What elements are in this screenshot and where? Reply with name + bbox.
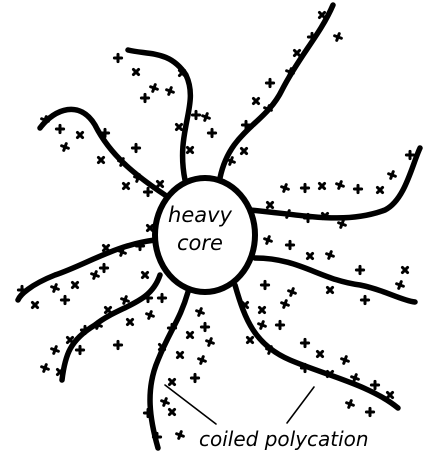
plus-charge-mark xyxy=(201,112,210,121)
plus-charge-mark xyxy=(50,283,59,292)
plus-charge-mark xyxy=(305,251,315,261)
plus-charge-mark xyxy=(333,32,342,41)
plus-charge-mark xyxy=(239,146,249,156)
plus-charge-mark xyxy=(56,125,63,132)
plus-charge-mark xyxy=(50,345,59,354)
plus-charge-mark xyxy=(30,300,40,310)
plus-charge-mark xyxy=(61,296,68,303)
plus-charge-mark xyxy=(340,355,349,364)
plus-charge-mark xyxy=(301,184,308,191)
plus-charge-mark xyxy=(144,188,151,195)
plus-charge-mark xyxy=(395,280,404,289)
plus-charge-mark xyxy=(114,54,121,61)
plus-charge-mark xyxy=(191,374,198,381)
plus-charge-mark xyxy=(361,296,368,303)
plus-charge-mark xyxy=(40,363,49,372)
plus-charge-mark xyxy=(265,200,275,210)
arm-right xyxy=(250,148,420,218)
plus-charge-mark xyxy=(245,335,255,345)
arm-top-right xyxy=(220,5,333,178)
plus-charge-mark xyxy=(60,142,69,151)
arm-lower-left xyxy=(62,275,160,380)
plus-charge-mark xyxy=(371,381,378,388)
plus-charge-mark xyxy=(175,430,184,439)
plus-charge-mark xyxy=(145,310,154,319)
arm-lower-right xyxy=(255,258,415,302)
plus-charge-mark xyxy=(261,281,268,288)
plus-charge-mark xyxy=(280,183,289,192)
plus-charge-mark xyxy=(75,130,85,140)
label-leader-right xyxy=(287,387,314,423)
plus-charge-mark xyxy=(345,399,354,408)
plus-charge-mark xyxy=(167,407,177,417)
plus-charge-mark xyxy=(325,285,335,295)
plus-charge-mark xyxy=(174,122,184,132)
plus-charge-mark xyxy=(251,96,261,106)
plus-charge-mark xyxy=(375,185,385,195)
plus-charge-mark xyxy=(114,341,121,348)
arm-bottom-center xyxy=(150,292,188,448)
plus-charge-mark xyxy=(356,266,363,273)
plus-charge-mark xyxy=(197,355,206,364)
plus-charge-mark xyxy=(167,377,177,387)
label-leader-left xyxy=(165,385,216,424)
plus-charge-mark xyxy=(141,94,148,101)
plus-charge-mark xyxy=(286,241,293,248)
plus-charge-mark xyxy=(366,408,373,415)
plus-charge-mark xyxy=(185,145,195,155)
plus-charge-mark xyxy=(208,129,215,136)
plus-charge-mark xyxy=(257,305,267,315)
arm-label: coiled polycation xyxy=(199,427,369,451)
plus-charge-mark xyxy=(276,321,283,328)
plus-charge-mark xyxy=(131,67,141,77)
core-label-heavy: heavy xyxy=(168,203,233,227)
plus-charge-mark xyxy=(292,48,302,58)
plus-charge-mark xyxy=(315,349,325,359)
plus-charge-mark xyxy=(158,294,165,301)
arm-bottom-right xyxy=(235,285,398,408)
plus-charge-mark xyxy=(70,280,80,290)
plus-charge-mark xyxy=(280,299,289,308)
arm-upper-left xyxy=(40,109,165,195)
plus-charge-mark xyxy=(385,390,395,400)
plus-charge-mark xyxy=(406,151,413,158)
plus-charge-mark xyxy=(337,219,346,228)
plus-charge-mark xyxy=(90,270,99,279)
plus-charge-mark xyxy=(354,185,361,192)
plus-charge-mark xyxy=(266,79,273,86)
plus-charge-mark xyxy=(165,86,174,95)
plus-charge-mark xyxy=(140,270,150,280)
plus-charge-mark xyxy=(125,317,135,327)
plus-charge-mark xyxy=(149,83,158,92)
plus-charge-mark xyxy=(100,264,107,271)
plus-charge-mark xyxy=(121,181,131,191)
plus-charge-mark xyxy=(160,397,169,406)
plus-charge-mark xyxy=(76,346,83,353)
plus-charge-mark xyxy=(205,337,214,346)
plus-charge-mark xyxy=(263,235,272,244)
plus-charge-mark xyxy=(400,265,410,275)
plus-charge-mark xyxy=(325,250,334,259)
plus-charge-mark xyxy=(175,350,185,360)
plus-charge-mark xyxy=(387,170,396,179)
plus-charge-mark xyxy=(287,287,296,296)
arm-left xyxy=(18,240,155,300)
plus-charge-mark xyxy=(301,339,308,346)
plus-charge-mark xyxy=(185,330,195,340)
plus-charge-mark xyxy=(195,307,204,316)
plus-charge-mark xyxy=(317,181,327,191)
plus-charge-mark xyxy=(335,180,344,189)
plus-charge-mark xyxy=(257,320,266,329)
plus-charge-mark xyxy=(192,111,199,118)
plus-charge-mark xyxy=(201,323,208,330)
plus-charge-mark xyxy=(155,179,165,189)
core-label-core: core xyxy=(177,231,223,255)
plus-charge-mark xyxy=(96,155,106,165)
plus-charge-mark xyxy=(132,144,139,151)
